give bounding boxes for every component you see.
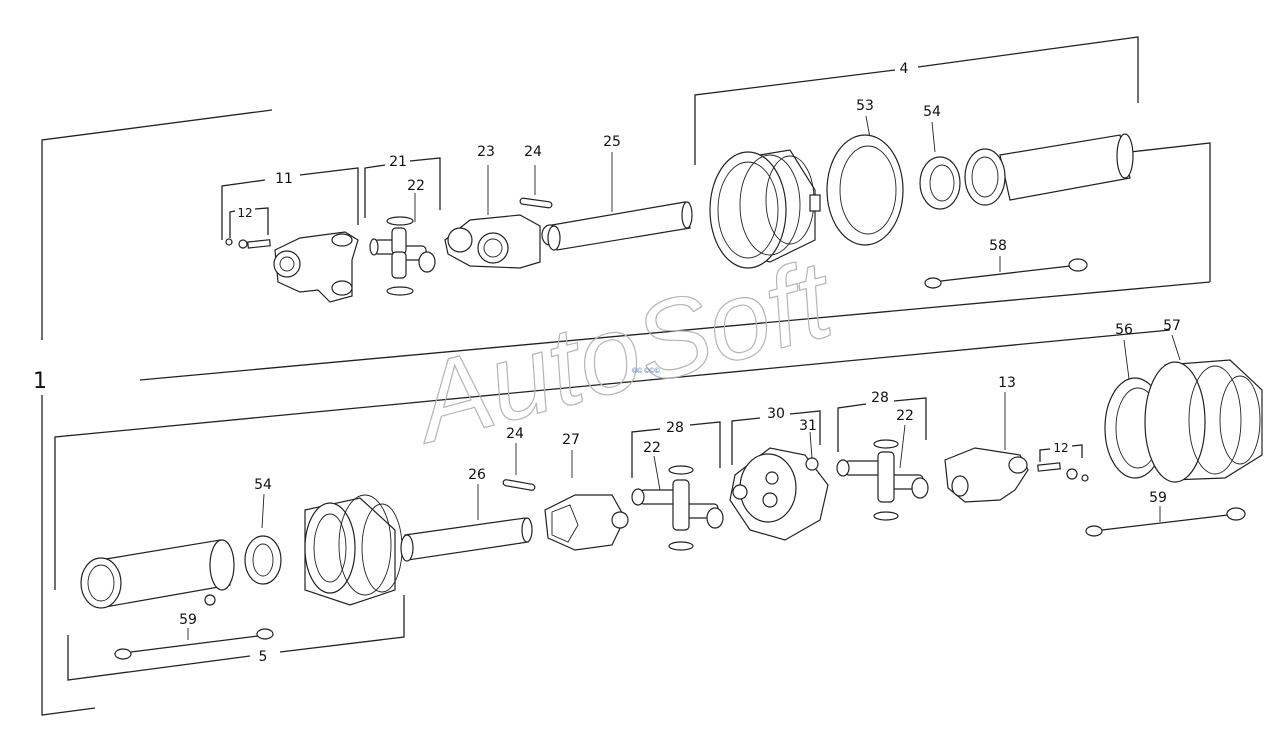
label-5: 5	[259, 649, 268, 665]
nut-31	[805, 457, 819, 471]
yoke-23	[444, 214, 559, 269]
watermark-small-text: ©© ©©©	[632, 367, 661, 375]
guard-cone-5	[304, 494, 403, 606]
label-54-lower: 54	[254, 477, 272, 493]
guard-tube-lower	[80, 539, 235, 609]
label-58: 58	[989, 238, 1007, 254]
label-23: 23	[477, 144, 495, 160]
guard-cone-57	[1144, 359, 1263, 483]
label-12-lower: 12	[1053, 441, 1068, 455]
leader-lines	[187, 115, 1181, 640]
tube-26	[400, 517, 533, 562]
pin-24-lower	[502, 479, 536, 491]
guard-tube-upper	[964, 133, 1134, 206]
ring-53	[826, 134, 904, 246]
bearing-54-lower	[244, 535, 282, 585]
label-25: 25	[603, 134, 621, 150]
label-54-upper: 54	[923, 104, 941, 120]
bolt-12-lower	[1037, 462, 1089, 482]
cross-21	[369, 216, 436, 296]
label-57: 57	[1163, 318, 1181, 334]
bolt-12-upper	[225, 238, 271, 249]
frame-lines	[41, 36, 1211, 716]
chain-58	[924, 258, 1088, 289]
label-12-upper: 12	[237, 206, 252, 220]
bearing-54-upper	[919, 156, 961, 210]
label-27: 27	[562, 432, 580, 448]
pin-24-upper	[519, 197, 553, 209]
watermark: AutoSoft	[397, 236, 848, 468]
label-24-lower: 24	[506, 426, 524, 442]
label-56: 56	[1115, 322, 1133, 338]
cross-22-lower-right	[836, 439, 929, 521]
label-4: 4	[900, 61, 909, 77]
label-59-left: 59	[179, 612, 197, 628]
label-22-lower-right: 22	[896, 408, 914, 424]
label-21: 21	[389, 154, 407, 170]
yoke-11	[273, 231, 359, 303]
label-28-left: 28	[666, 420, 684, 436]
label-28-right: 28	[871, 390, 889, 406]
chain-59-right	[1085, 507, 1246, 537]
label-59-right: 59	[1149, 490, 1167, 506]
label-11: 11	[275, 171, 293, 187]
label-30: 30	[767, 406, 785, 422]
tube-25	[547, 201, 693, 251]
label-1: 1	[33, 369, 47, 394]
label-22-lower-left: 22	[643, 440, 661, 456]
chain-59-left	[114, 628, 274, 660]
label-13: 13	[998, 375, 1016, 391]
guard-cone-4	[709, 149, 821, 269]
watermark-text: AutoSoft	[398, 236, 847, 467]
yoke-27	[544, 494, 629, 551]
label-26: 26	[468, 467, 486, 483]
upper-assembly	[225, 133, 1134, 303]
flange-30	[729, 447, 829, 541]
label-53: 53	[856, 98, 874, 114]
label-24-upper: 24	[524, 144, 542, 160]
cross-22-lower-left	[631, 465, 724, 551]
part-labels: 1 4 5 11 12 12 13 21 22 22 22 23 24 24 2…	[33, 61, 1181, 665]
label-22-upper: 22	[407, 178, 425, 194]
yoke-13	[944, 447, 1029, 503]
lower-assembly	[80, 359, 1263, 660]
label-31: 31	[799, 418, 817, 434]
